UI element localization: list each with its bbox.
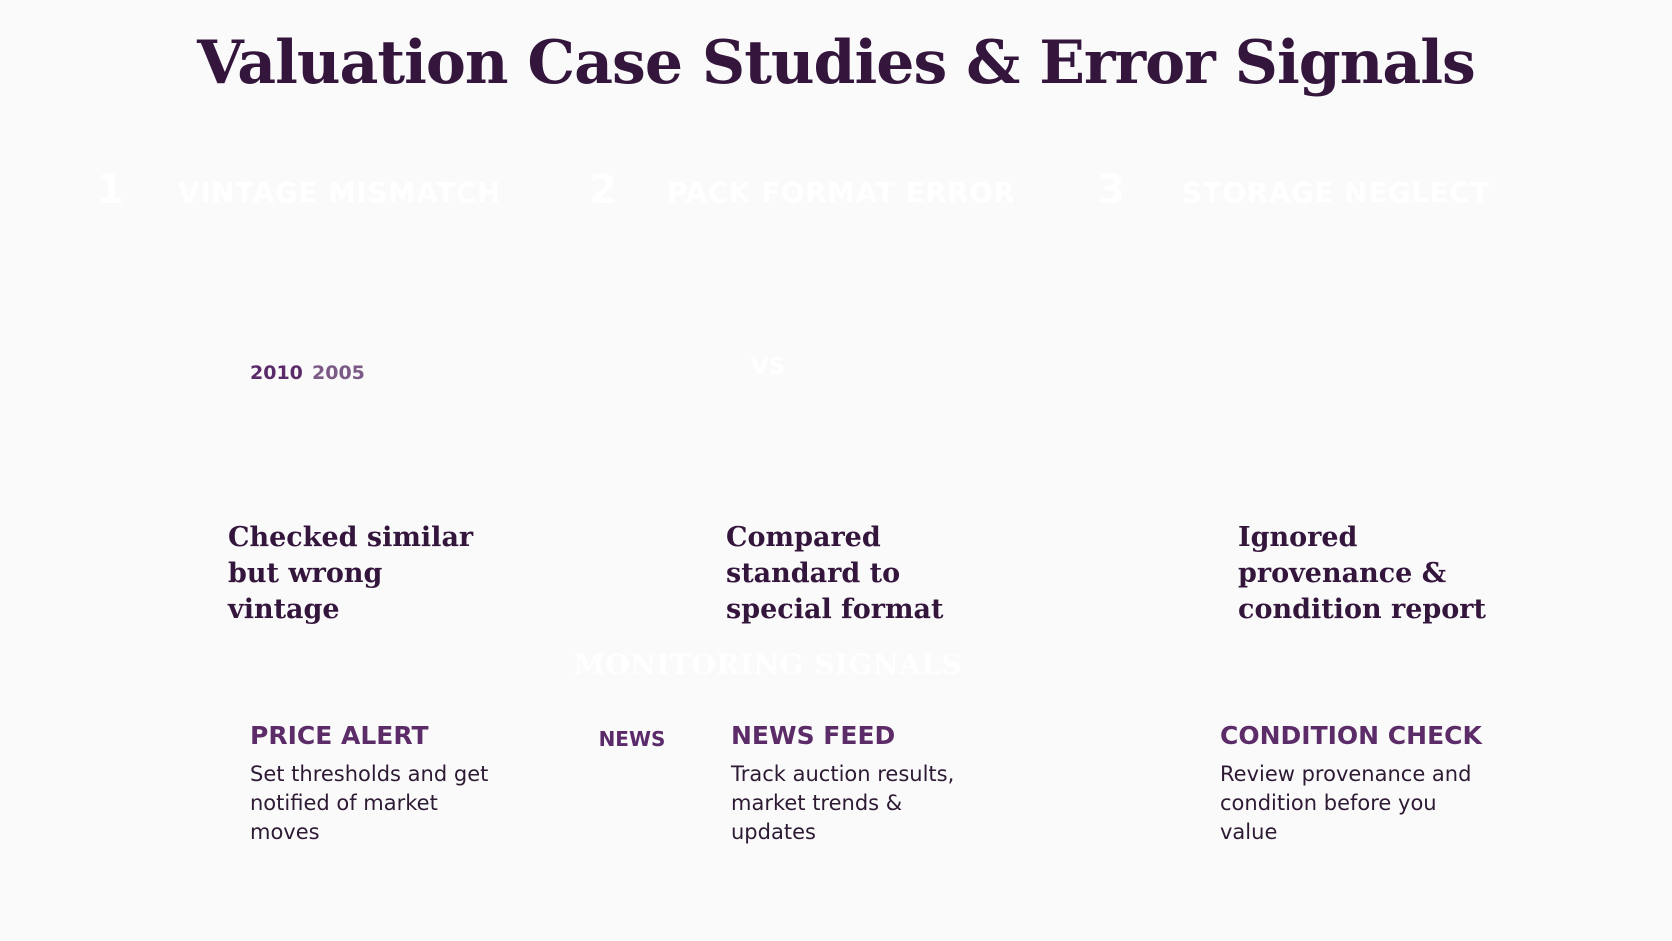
case-3-heading: STORAGE NEGLECT: [1182, 176, 1490, 209]
case-2-number: 2: [589, 167, 617, 213]
signal-1-description: Set thresholds and get notified of marke…: [250, 762, 489, 844]
case-1-number: 1: [96, 167, 124, 213]
case-3-number: 3: [1097, 167, 1125, 213]
year-wrong: 2005: [312, 362, 365, 384]
signal-1-title: PRICE ALERT: [250, 721, 429, 750]
page-title: Valuation Case Studies & Error Signals: [197, 28, 1476, 98]
case-1-description: Checked similar but wrong vintage: [228, 522, 474, 625]
signal-2-description: Track auction results, market trends & u…: [731, 762, 955, 844]
year-correct: 2010: [250, 362, 303, 384]
case-3-description: Ignored provenance & condition report: [1238, 522, 1486, 625]
case-2-description: Compared standard to special format: [726, 522, 944, 625]
vs-label: VS: [750, 354, 786, 380]
news-label: NEWS: [598, 727, 666, 751]
signal-3-title: CONDITION CHECK: [1220, 721, 1482, 750]
monitoring-heading: MONITORING SIGNALS: [573, 648, 963, 681]
signal-3-description: Review provenance and condition before y…: [1220, 762, 1472, 844]
signal-2-title: NEWS FEED: [731, 721, 896, 750]
case-2-heading: PACK FORMAT ERROR: [667, 176, 1016, 209]
case-1-heading: VINTAGE MISMATCH: [178, 176, 501, 209]
